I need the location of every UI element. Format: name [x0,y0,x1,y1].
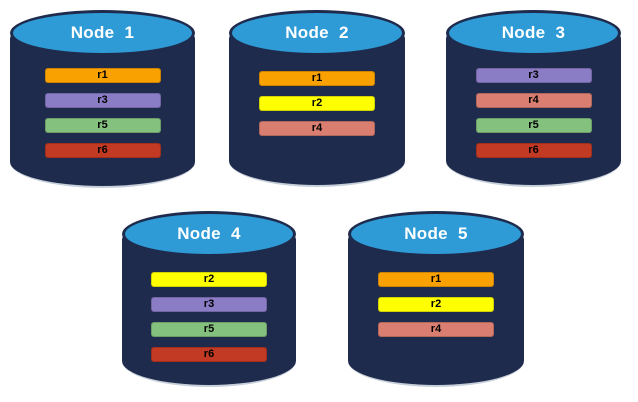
replica-bar: r1 [44,68,161,83]
replica-bar: r4 [475,93,592,108]
replica-label: r4 [311,122,323,134]
replica-label: r6 [97,144,108,156]
replica-label: r6 [203,348,215,360]
cylinder-top: Node 5 [348,211,524,257]
cylinder-top: Node 1 [10,10,195,56]
replica-bar: r2 [378,297,494,312]
replica-bar: r3 [475,68,592,83]
replica-label: r1 [311,72,323,84]
replica-bar: r1 [378,272,494,287]
replica-bar: r2 [151,272,267,287]
replica-bar: r1 [259,71,375,86]
replica-bar: r5 [151,322,267,337]
cylinder-body [10,33,195,188]
replica-list: r3 r4 r5 r6 [446,68,621,158]
replica-bar: r4 [259,121,375,136]
replica-bar: r6 [44,143,161,158]
replica-bar: r3 [151,297,267,312]
node-title: Node 2 [285,22,349,42]
database-node-5: Node 5 r1 r2 r4 [348,211,524,387]
replica-label: r1 [97,69,108,81]
database-node-4: Node 4 r2 r3 r5 r6 [122,211,296,387]
cylinder-top: Node 4 [122,211,296,257]
replica-label: r2 [203,273,215,285]
database-node-2: Node 2 r1 r2 r4 [229,10,405,187]
cylinder-top: Node 3 [446,10,621,56]
cylinder-body [446,33,621,187]
replica-bar: r4 [378,322,494,337]
replica-bar: r6 [475,143,592,158]
replica-label: r2 [311,97,323,109]
replica-bar: r6 [151,347,267,362]
replica-list: r1 r3 r5 r6 [10,68,195,158]
database-node-3: Node 3 r3 r4 r5 r6 [446,10,621,187]
replica-label: r4 [430,323,442,335]
replica-list: r1 r2 r4 [229,71,405,136]
replica-bar: r5 [44,118,161,133]
replica-label: r5 [528,119,539,131]
replica-label: r3 [97,94,108,106]
replica-bar: r3 [44,93,161,108]
replica-label: r5 [203,323,215,335]
replica-bar: r2 [259,96,375,111]
node-title: Node 1 [70,22,135,42]
replica-list: r1 r2 r4 [348,272,524,337]
replica-bar: r5 [475,118,592,133]
replica-label: r6 [528,144,539,156]
node-title: Node 5 [404,223,468,243]
replica-label: r4 [528,94,539,106]
node-title: Node 4 [177,223,241,243]
replica-label: r5 [97,119,108,131]
replica-label: r3 [203,298,215,310]
replica-label: r3 [528,69,539,81]
replica-list: r2 r3 r5 r6 [122,272,296,362]
cylinder-top: Node 2 [229,10,405,56]
replica-label: r1 [430,273,442,285]
replica-label: r2 [430,298,442,310]
database-node-1: Node 1 r1 r3 r5 r6 [10,10,195,188]
node-title: Node 3 [501,22,566,42]
